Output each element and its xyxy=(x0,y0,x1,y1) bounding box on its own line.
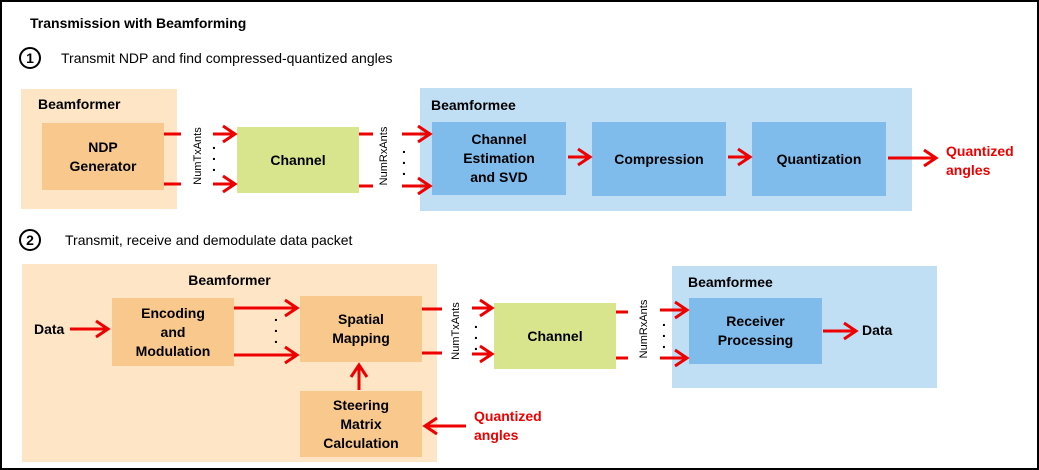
stage2-data-input-label: Data xyxy=(34,321,65,337)
stage1-beamformee-label: Beamformee xyxy=(431,97,516,113)
stage2-data-output-label: Data xyxy=(862,322,893,338)
spatial-mapping-block: Spatial Mapping xyxy=(300,296,422,362)
stage2-rx-ellipsis: . . . xyxy=(662,313,666,351)
stage1-rx-antennas-label: NumRxAnts xyxy=(378,126,390,186)
steering-matrix-block: Steering Matrix Calculation xyxy=(300,391,422,457)
diagram-title: Transmission with Beamforming xyxy=(30,15,247,31)
step-2-badge: 2 xyxy=(19,229,41,251)
stage1-tx-antennas-label: NumTxAnts xyxy=(192,127,204,185)
receiver-processing-block: Receiver Processing xyxy=(689,298,822,364)
quantization-block: Quantization xyxy=(752,122,886,196)
channel-estimation-block: Channel Estimation and SVD xyxy=(432,122,566,195)
step-1-badge: 1 xyxy=(19,47,41,69)
compression-block: Compression xyxy=(592,122,726,196)
stage2-rx-antennas-label: NumRxAnts xyxy=(638,299,650,359)
stage2-tx-ellipsis: . . . xyxy=(474,315,478,353)
stage2-input-quantized-angles: Quantized angles xyxy=(474,408,542,443)
encoding-modulation-block: Encoding and Modulation xyxy=(112,298,234,366)
stage1-output-quantized-angles: Quantized angles xyxy=(946,143,1014,178)
ndp-generator-block: NDP Generator xyxy=(42,123,164,190)
stage2-channel-block: Channel xyxy=(494,303,616,369)
stage1-tx-ellipsis: . . . xyxy=(212,136,216,174)
stage2-beamformee-label: Beamformee xyxy=(688,274,773,290)
step-1-text: Transmit NDP and find compressed-quantiz… xyxy=(61,50,393,66)
stage2-encoder-ellipsis: . . . xyxy=(274,308,278,346)
stage2-tx-antennas-label: NumTxAnts xyxy=(450,302,462,360)
stage1-rx-ellipsis: . . . xyxy=(402,140,406,178)
step-2-text: Transmit, receive and demodulate data pa… xyxy=(65,232,353,248)
stage1-channel-block: Channel xyxy=(237,127,359,193)
stage2-beamformer-label: Beamformer xyxy=(188,272,271,288)
stage1-beamformer-label: Beamformer xyxy=(38,96,121,112)
